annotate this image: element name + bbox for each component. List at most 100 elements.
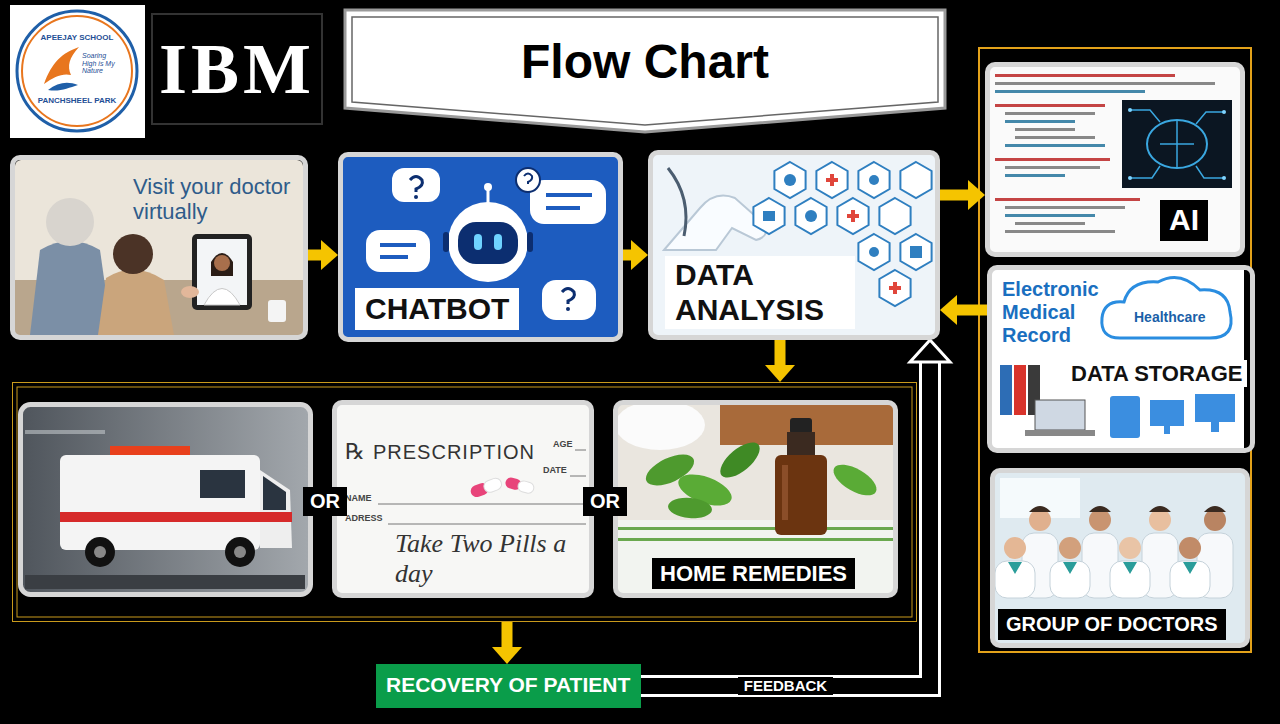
doctors-photo	[1089, 509, 1111, 531]
chatbot-illustration	[414, 195, 418, 199]
school-logo	[48, 83, 78, 91]
data-analysis-illustration	[653, 155, 935, 335]
data-analysis-illustration	[753, 198, 784, 234]
ambulance-photo	[25, 575, 305, 589]
ai-illustration	[1015, 136, 1095, 139]
data-storage-illustration	[1000, 365, 1012, 415]
virtual-visit-box: Visit your doctor virtually	[10, 155, 308, 340]
home-remedies-photo	[615, 400, 705, 450]
ai-illustration	[1015, 128, 1075, 131]
prescription-box: ℞PRESCRIPTIONAGEDATENAMEADRESSTake Two P…	[332, 400, 594, 598]
box-label: GROUP OF DOCTORS	[998, 609, 1226, 640]
hollow-arrow-head	[910, 340, 950, 362]
ambulance-photo	[260, 470, 292, 548]
data-analysis-illustration	[795, 198, 826, 234]
arrow-shaft	[502, 622, 513, 648]
chatbot-illustration	[530, 180, 606, 224]
home-remedies-photo	[715, 436, 766, 484]
data-analysis-illustration	[805, 210, 817, 222]
virtual-visit-photo	[15, 160, 303, 335]
chatbot-illustration	[474, 234, 482, 250]
edge-label: FEEDBACK	[738, 677, 833, 695]
data-analysis-illustration	[668, 168, 686, 236]
hollow-arrow-outline	[641, 360, 930, 686]
virtual-visit-photo	[46, 198, 94, 246]
arrow-head	[631, 240, 648, 270]
data-analysis-illustration	[664, 196, 766, 250]
chatbot-illustration	[458, 222, 518, 264]
or-word: OR	[583, 487, 627, 516]
data-storage-illustration	[1025, 430, 1095, 436]
ai-illustration	[995, 104, 1105, 107]
ambulance-photo	[21, 405, 311, 595]
prescription-text: ℞	[345, 439, 365, 464]
data-storage-illustration	[1110, 396, 1140, 438]
school-logo	[10, 5, 145, 138]
data-analysis-illustration	[816, 162, 847, 198]
data-analysis-illustration	[763, 174, 922, 258]
ai-illustration	[990, 67, 1240, 252]
box-label: DATA ANALYSIS	[665, 256, 855, 329]
prescription-text: ADRESS	[345, 513, 383, 523]
title-banner	[345, 10, 945, 132]
box-label: Healthcare	[1134, 309, 1206, 325]
arrow-head	[968, 180, 985, 210]
school-logo	[10, 5, 145, 138]
box-label: CHATBOT	[355, 288, 519, 331]
virtual-visit-photo	[98, 269, 174, 335]
data-storage-illustration	[992, 270, 1244, 448]
doctors-photo	[1004, 537, 1026, 559]
prescription-paper	[337, 405, 589, 593]
virtual-visit-photo	[15, 160, 303, 335]
chatbot-illustration	[487, 190, 490, 203]
chatbot-illustration	[546, 193, 592, 197]
ai-illustration	[995, 74, 1175, 77]
doctors-photo	[1059, 537, 1081, 559]
chatbot-illustration	[392, 168, 440, 202]
chatbot-illustration	[366, 230, 430, 272]
flow-arrow	[940, 180, 985, 210]
data-analysis-illustration	[879, 198, 910, 234]
virtual-visit-photo	[192, 234, 252, 310]
home-remedies-photo	[615, 400, 893, 593]
recovery-box: RECOVERY OF PATIENT	[376, 664, 641, 708]
ai-illustration	[995, 90, 1145, 93]
ai-illustration	[1005, 214, 1095, 217]
ambulance-photo	[85, 537, 115, 567]
doctors-photo	[995, 473, 1245, 643]
chatbot-illustration	[484, 183, 492, 191]
data-storage-illustration	[992, 270, 1244, 448]
chatbot-illustration	[380, 243, 416, 247]
ai-illustration	[1130, 110, 1224, 178]
box-label: Electronic Medical Record	[1002, 278, 1114, 347]
prescription-paper	[504, 476, 535, 494]
data-storage-illustration	[1014, 365, 1026, 415]
or-word: OR	[303, 487, 347, 516]
chatbot-illustration	[443, 232, 449, 252]
doctors-photo	[1149, 509, 1171, 531]
ai-illustration	[1015, 222, 1085, 225]
data-storage-illustration	[1102, 278, 1231, 339]
options-panel-inner-outline	[17, 387, 912, 617]
arrow-shaft	[308, 250, 322, 261]
chart-title: Flow Chart	[521, 34, 769, 89]
ambulance-photo	[110, 446, 190, 455]
ai-illustration	[1128, 176, 1132, 180]
box-label: HOME REMEDIES	[652, 558, 855, 589]
data-analysis-illustration	[910, 246, 922, 258]
prescription-text: Take Two Pills a day	[395, 529, 575, 589]
logo-motto: Soaring High is My Nature	[82, 52, 122, 75]
ai-illustration	[1222, 110, 1226, 114]
home-remedies-photo	[790, 418, 812, 434]
data-storage-illustration	[1164, 426, 1170, 434]
doctors-photo	[1008, 562, 1197, 574]
flow-arrow	[492, 622, 522, 664]
chatbot-illustration	[542, 280, 596, 320]
data-analysis-illustration	[653, 155, 935, 335]
data-analysis-illustration	[889, 282, 901, 294]
data-analysis-illustration	[784, 174, 796, 186]
data-analysis-illustration	[900, 234, 931, 270]
chatbot-illustration	[343, 157, 618, 337]
prescription-paper	[517, 480, 535, 495]
